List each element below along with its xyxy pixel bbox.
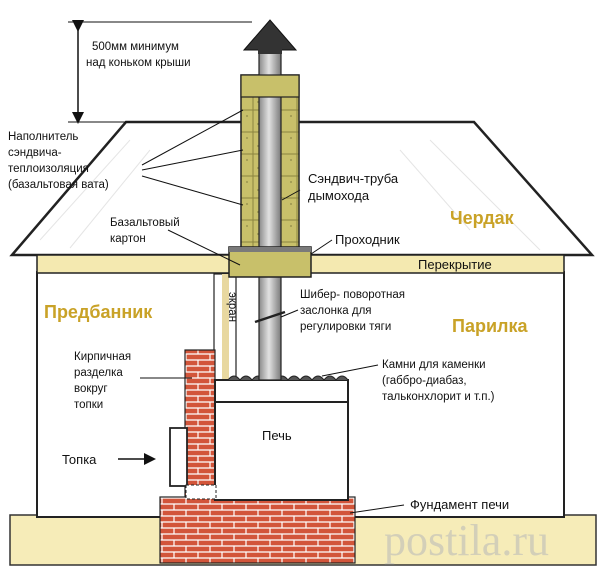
label-filler-4: (базальтовая вата) — [8, 179, 109, 191]
stove-body — [214, 399, 349, 501]
roof-texture — [39, 139, 541, 251]
label-stove: Печь — [262, 428, 292, 443]
label-filler-1: Наполнитель — [8, 131, 78, 143]
zone-anteroom: Предбанник — [44, 302, 153, 322]
pass-through-plate — [229, 247, 311, 252]
label-height-min-1: 500мм минимум — [92, 41, 179, 53]
label-sandwich-1: Сэндвич-труба — [308, 171, 399, 186]
label-stones-1: Камни для каменки — [382, 359, 486, 371]
label-brick-2: разделка — [74, 367, 123, 379]
label-stones-3: тальконхлорит и т.п.) — [382, 391, 495, 403]
label-brick-3: вокруг — [74, 383, 108, 395]
firebox-door — [169, 427, 188, 487]
label-firebox: Топка — [62, 452, 97, 467]
label-height-min-2: над коньком крыши — [86, 57, 191, 69]
label-damper-3: регулировки тяги — [300, 321, 391, 333]
chimney-cap — [242, 19, 298, 51]
label-stones-2: (габбро-диабаз, — [382, 375, 467, 387]
label-ceiling: Перекрытие — [418, 257, 492, 272]
insulation-sleeve-top — [240, 74, 300, 98]
label-sandwich-2: дымохода — [308, 188, 370, 203]
firebox-tunnel — [185, 484, 217, 500]
label-damper-1: Шибер- поворотная — [300, 289, 405, 301]
label-damper-2: заслонка для — [300, 305, 372, 317]
label-filler-2: сэндвича- — [8, 147, 62, 159]
leader-lines — [140, 109, 405, 514]
label-basalt-2: картон — [110, 233, 146, 245]
label-passthrough: Проходник — [335, 232, 400, 247]
chimney-pipe — [258, 49, 282, 381]
label-filler-3: теплоизоляция — [8, 163, 89, 175]
label-screen: экран — [226, 292, 238, 322]
zone-attic: Чердак — [450, 208, 515, 228]
chimney-neck — [258, 48, 282, 54]
label-brick-1: Кирпичная — [74, 351, 131, 363]
stone-tray — [214, 379, 349, 403]
watermark: postila.ru — [384, 516, 549, 565]
label-brick-4: топки — [74, 399, 103, 411]
zone-steam-room: Парилка — [452, 316, 528, 336]
stove-foundation — [159, 496, 356, 564]
label-foundation: Фундамент печи — [410, 497, 509, 512]
damper — [254, 310, 286, 324]
brick-surround — [184, 349, 216, 501]
stones — [227, 375, 349, 381]
label-basalt-1: Базальтовый — [110, 217, 180, 229]
